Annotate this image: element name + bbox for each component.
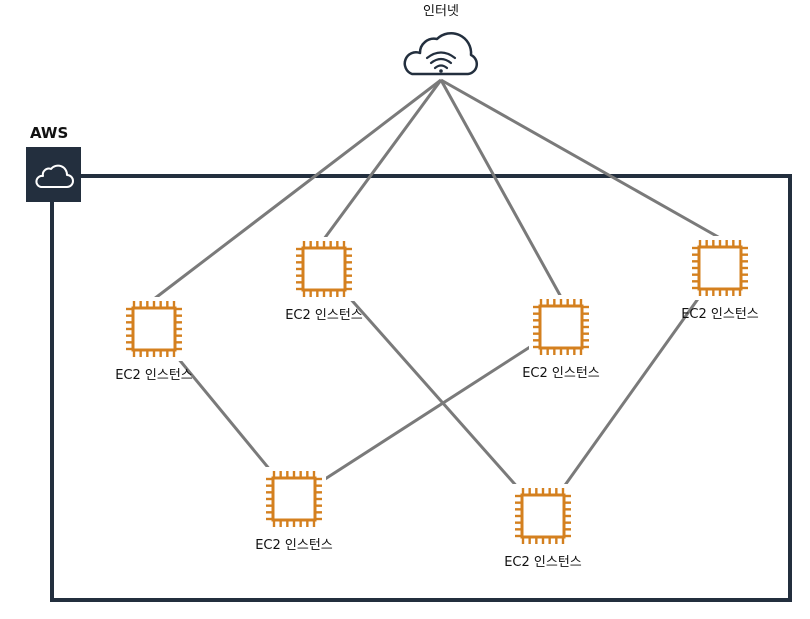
connection-line-i2-i6	[322, 268, 545, 517]
aws-cloud-icon	[35, 164, 74, 188]
internet-label: 인터넷	[423, 4, 459, 19]
ec2-instance-label: EC2 인스턴스	[504, 555, 582, 570]
ec2-instance-i3: EC2 인스턴스	[522, 295, 600, 381]
ec2-instance-label: EC2 인스턴스	[285, 308, 363, 323]
wifi-icon	[425, 51, 457, 70]
ec2-instance-i6: EC2 인스턴스	[504, 484, 582, 570]
ec2-instance-i1: EC2 인스턴스	[115, 297, 193, 383]
connection-line-i3-i5	[293, 325, 562, 501]
ec2-instance-i5: EC2 인스턴스	[255, 467, 333, 553]
ec2-chip-icon	[131, 306, 177, 352]
ec2-chip-icon	[301, 246, 347, 292]
connection-line-internet-i1	[153, 78, 442, 301]
ec2-chip-icon	[520, 493, 566, 539]
internet-cloud-icon	[403, 32, 478, 76]
ec2-instance-label: EC2 인스턴스	[115, 368, 193, 383]
connection-line-i4-i6	[541, 267, 722, 517]
connection-line-internet-i3	[439, 79, 563, 298]
ec2-instance-label: EC2 인스턴스	[255, 538, 333, 553]
wifi-dot	[439, 69, 443, 73]
ec2-chip-icon	[271, 476, 317, 522]
ec2-instance-label: EC2 인스턴스	[681, 307, 759, 322]
ec2-chip-icon	[538, 304, 584, 350]
ec2-instance-i2: EC2 인스턴스	[285, 237, 363, 323]
aws-cloud-badge	[26, 147, 81, 202]
connection-lines	[152, 78, 722, 517]
aws-cloud-boundary	[50, 174, 792, 602]
internet-gateway: 인터넷	[403, 4, 478, 76]
ec2-instance-i4: EC2 인스턴스	[681, 236, 759, 322]
ec2-chip-icon	[697, 245, 743, 291]
aws-label: AWS	[30, 124, 68, 142]
connection-line-internet-i4	[440, 78, 721, 240]
ec2-instance-label: EC2 인스턴스	[522, 366, 600, 381]
connection-line-internet-i2	[322, 79, 443, 240]
ec2-instances: EC2 인스턴스 EC2 인스턴스 EC2 인스턴스 EC2 인스턴스 EC2 인스턴스…	[115, 236, 759, 570]
